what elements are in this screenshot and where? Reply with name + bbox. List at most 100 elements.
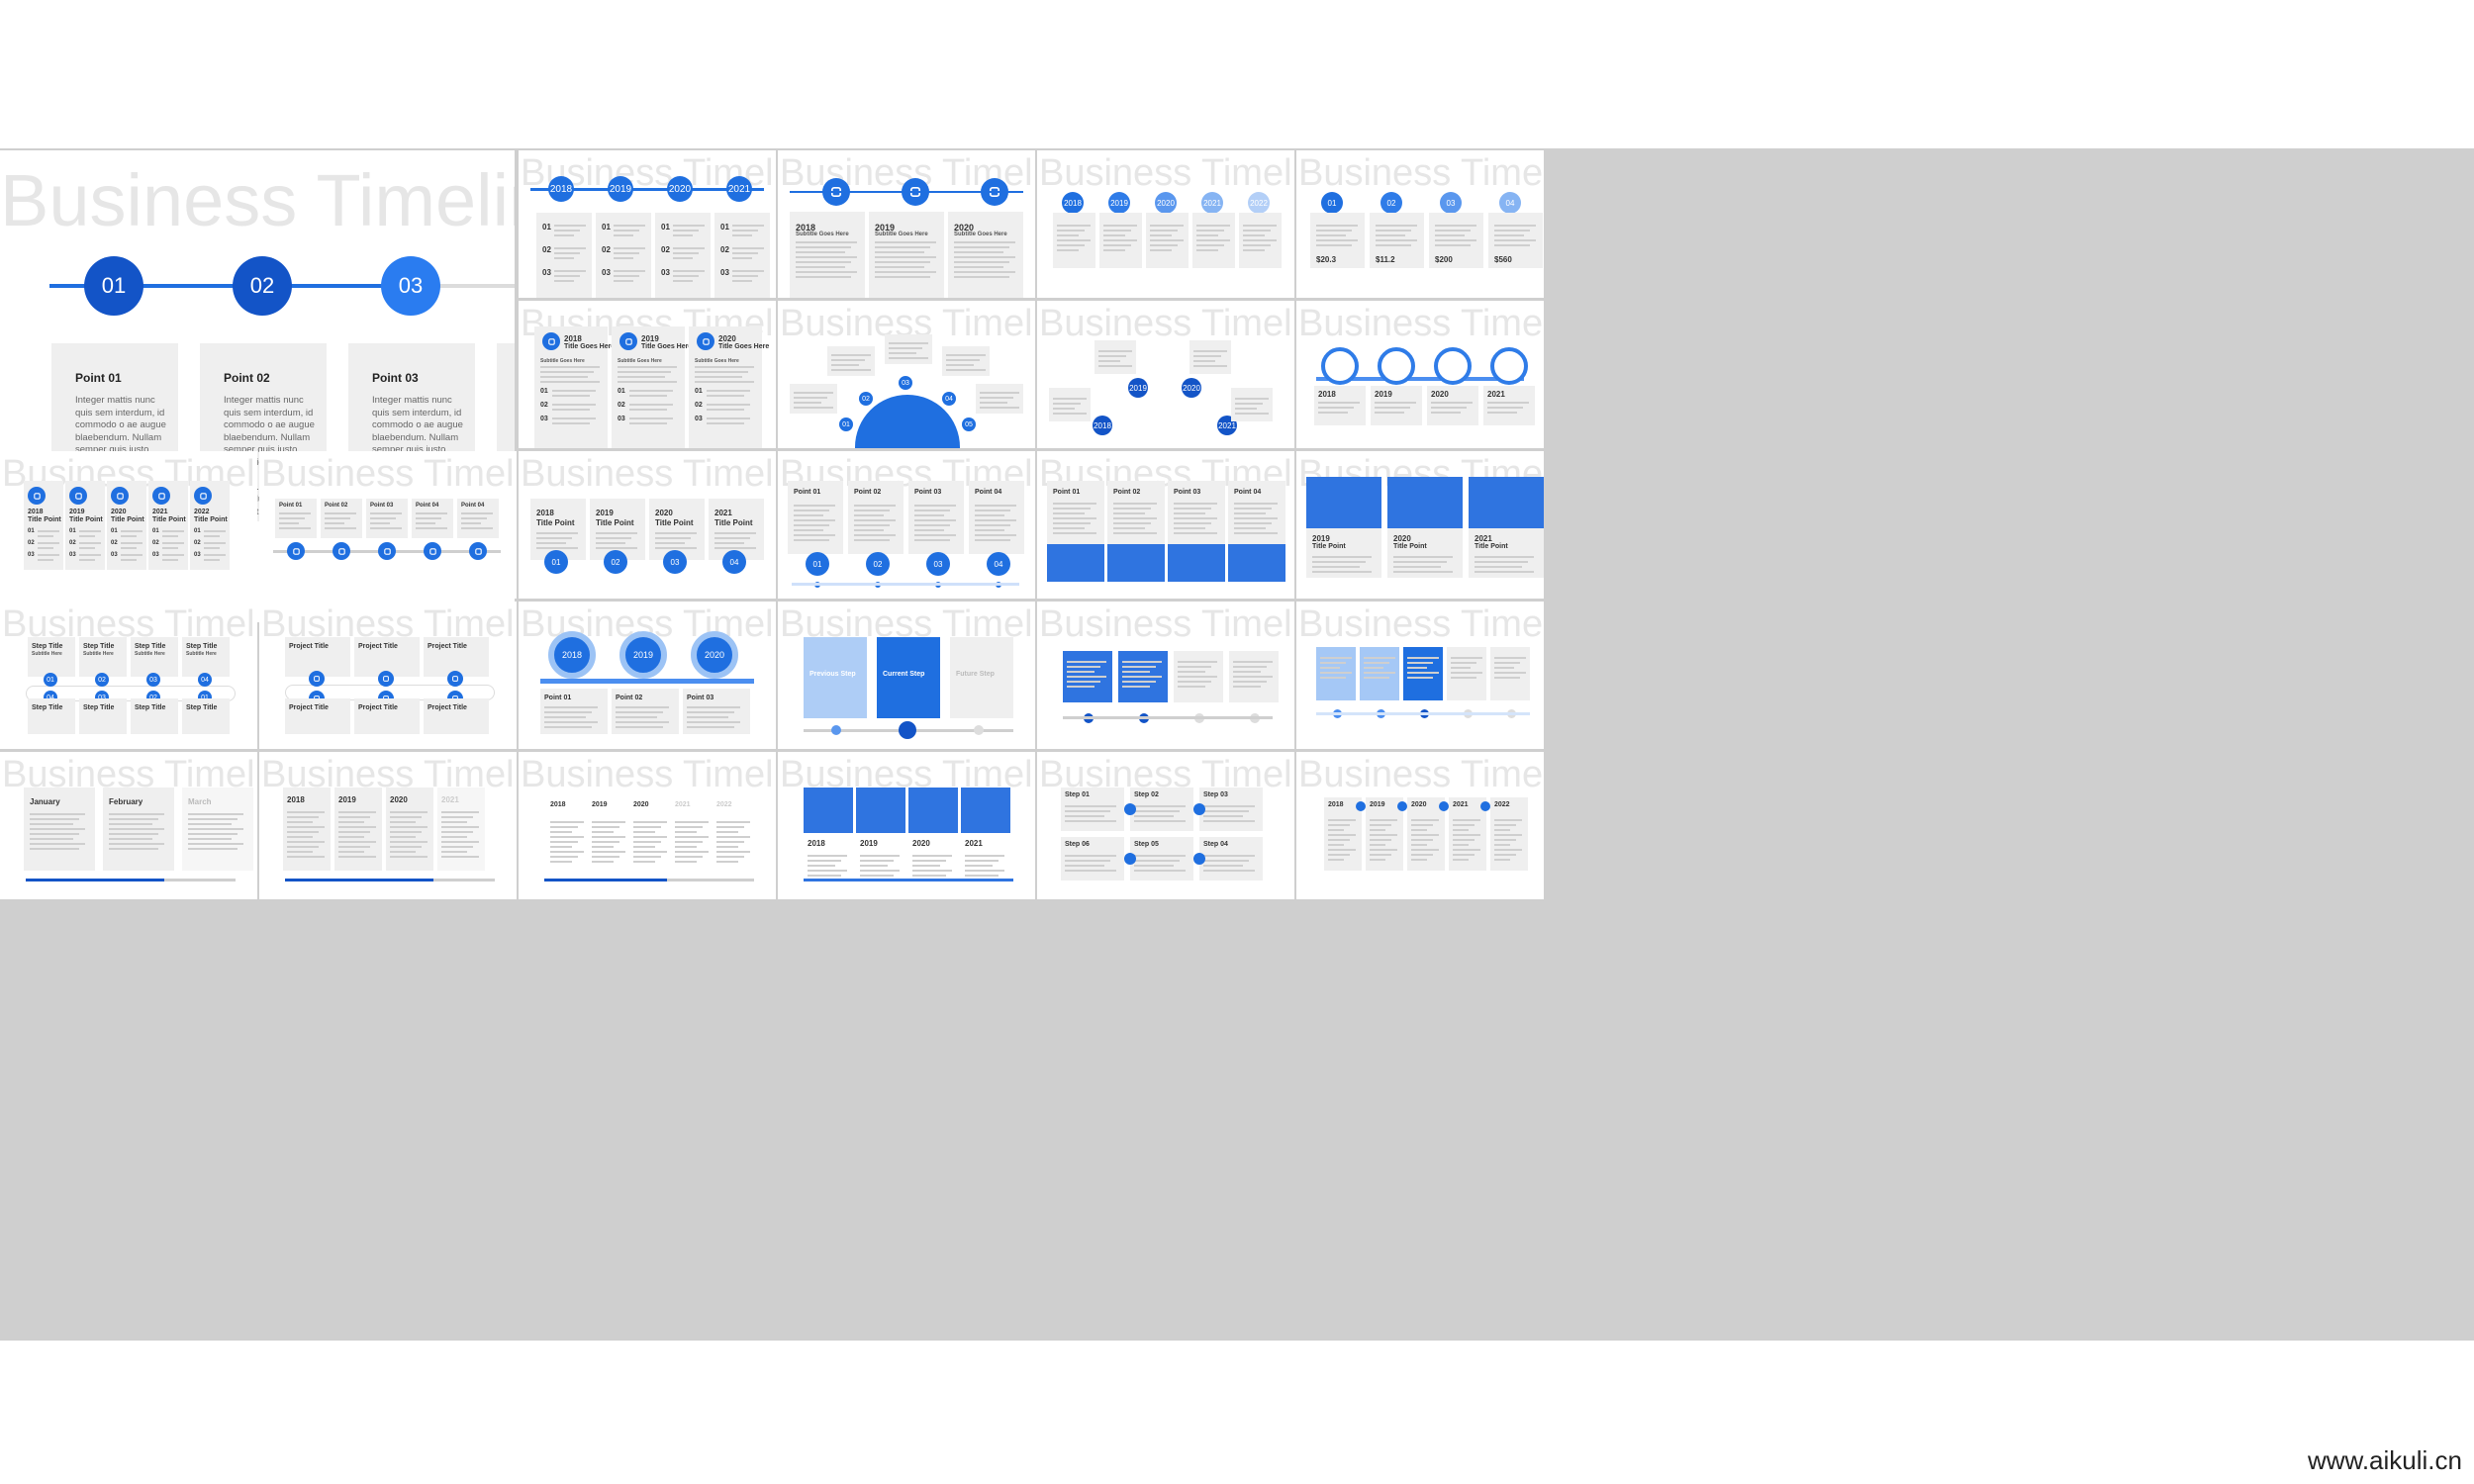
- thumb-card: [596, 213, 651, 298]
- slide-thumbnail[interactable]: Business Timeline01$20.302$11.203$20004$…: [1296, 150, 1544, 298]
- text-placeholder-line: [980, 397, 1013, 399]
- slide-thumbnail[interactable]: Business Timeline2019Title Point2020Titl…: [1296, 451, 1544, 599]
- slide-thumbnail[interactable]: Business Timeline20182019202020212022: [1296, 752, 1544, 899]
- thumb-card: [1130, 837, 1193, 881]
- timeline-circle: 01: [544, 550, 568, 574]
- text-placeholder-line: [1235, 403, 1263, 405]
- progress-track: [804, 879, 1013, 881]
- text-placeholder-line: [1065, 815, 1104, 817]
- slide-thumbnail[interactable]: Business TimelineJanuaryFebruaryMarch: [0, 752, 257, 899]
- text-placeholder-line: [540, 381, 600, 383]
- slide-label: Title Goes Here: [641, 343, 693, 350]
- thumb-card: [285, 637, 350, 677]
- slide-thumbnail[interactable]: Business Timeline2018Title Point01020320…: [0, 451, 257, 599]
- text-placeholder-line: [695, 376, 742, 378]
- slide-thumbnail[interactable]: Business Timeline: [1037, 602, 1294, 749]
- slide-label: 2021: [441, 795, 459, 804]
- slide-thumbnail[interactable]: Business Timeline2018Title Goes HereSubt…: [519, 301, 776, 448]
- ghost-title: Business Timeline: [780, 754, 1035, 795]
- slide-label: 2020: [954, 223, 975, 232]
- slide-label: Step Title: [186, 643, 218, 650]
- slide-label: Previous Step: [809, 671, 856, 678]
- text-placeholder-line: [1370, 839, 1391, 841]
- text-placeholder-line: [716, 821, 750, 823]
- slide-label: Project Title: [428, 643, 467, 650]
- slide-thumbnail[interactable]: Business Timeline2018Title Point012019Ti…: [519, 451, 776, 599]
- step-circle-02[interactable]: 02: [233, 256, 292, 316]
- text-placeholder-line: [1243, 225, 1277, 227]
- slide-label: Point 01: [544, 695, 572, 701]
- slide-label: 2021: [965, 839, 983, 848]
- text-placeholder-line: [732, 275, 758, 277]
- text-placeholder-line: [1393, 556, 1453, 558]
- text-placeholder-line: [544, 726, 592, 728]
- slide-thumbnail[interactable]: Business Timeline0102030405: [778, 301, 1035, 448]
- thumb-card: [942, 346, 990, 376]
- point-title: Point 01: [75, 371, 122, 385]
- slide-thumbnail[interactable]: Business Timeline2018201920202021: [1037, 301, 1294, 448]
- slide-label: 2018: [28, 509, 44, 515]
- slide-thumbnail[interactable]: Business Timeline2018Subtitle Goes Here2…: [778, 150, 1035, 298]
- slide-label: 2019: [69, 509, 85, 515]
- text-placeholder-line: [1451, 667, 1471, 669]
- text-placeholder-line: [325, 527, 356, 529]
- slide-label: 03: [720, 268, 729, 277]
- text-placeholder-line: [796, 241, 857, 243]
- timeline-icon: [542, 332, 560, 350]
- timeline-circle: 2020: [667, 176, 693, 202]
- slide-thumbnail[interactable]: Business Timeline20182019202020212022: [1037, 150, 1294, 298]
- text-placeholder-line: [162, 535, 178, 537]
- text-placeholder-line: [1393, 571, 1453, 573]
- text-placeholder-line: [38, 547, 53, 549]
- text-placeholder-line: [1320, 667, 1340, 669]
- slide-thumbnail[interactable]: Business Timeline2018201920202021: [259, 752, 517, 899]
- color-block: [1228, 544, 1285, 582]
- text-placeholder-line: [1150, 234, 1172, 236]
- slide-thumbnail[interactable]: Business Timeline20182019202020212022: [519, 752, 776, 899]
- slide-thumbnail[interactable]: Business Timeline2018201920202021: [1296, 301, 1544, 448]
- text-placeholder-line: [1134, 805, 1186, 807]
- step-circle-01[interactable]: 01: [84, 256, 143, 316]
- timeline-circle: 2018: [1062, 192, 1084, 214]
- text-placeholder-line: [854, 514, 884, 516]
- text-placeholder-line: [1407, 672, 1439, 674]
- step-circle-03[interactable]: 03: [381, 256, 440, 316]
- text-placeholder-line: [1174, 503, 1217, 505]
- text-placeholder-line: [1376, 225, 1417, 227]
- timeline-circle: 04: [1499, 192, 1521, 214]
- text-placeholder-line: [1475, 556, 1534, 558]
- circle-label: 02: [1386, 198, 1396, 208]
- text-placeholder-line: [1193, 360, 1215, 362]
- text-placeholder-line: [188, 818, 238, 820]
- text-placeholder-line: [1494, 230, 1530, 232]
- text-placeholder-line: [1203, 860, 1249, 862]
- text-placeholder-line: [633, 841, 661, 843]
- circle-label: 2020: [1183, 383, 1200, 393]
- timeline-circle: 02: [1380, 192, 1402, 214]
- slide-label: 01: [69, 528, 76, 534]
- timeline-icon: [287, 542, 305, 560]
- text-placeholder-line: [1451, 657, 1482, 659]
- text-placeholder-line: [695, 366, 754, 368]
- text-placeholder-line: [1196, 225, 1230, 227]
- slide-thumbnail[interactable]: Business Timeline2018201920202021: [778, 752, 1035, 899]
- text-placeholder-line: [655, 537, 691, 539]
- text-placeholder-line: [1364, 677, 1389, 679]
- text-placeholder-line: [1174, 517, 1217, 519]
- text-placeholder-line: [673, 225, 705, 227]
- text-placeholder-line: [794, 529, 823, 531]
- text-placeholder-line: [1098, 350, 1132, 352]
- text-placeholder-line: [794, 407, 833, 409]
- slide-thumbnail[interactable]: Business Timeline20180102032019010203202…: [519, 150, 776, 298]
- text-placeholder-line: [980, 392, 1019, 394]
- text-placeholder-line: [614, 230, 639, 232]
- slide-thumbnail[interactable]: Business Timeline: [1296, 602, 1544, 749]
